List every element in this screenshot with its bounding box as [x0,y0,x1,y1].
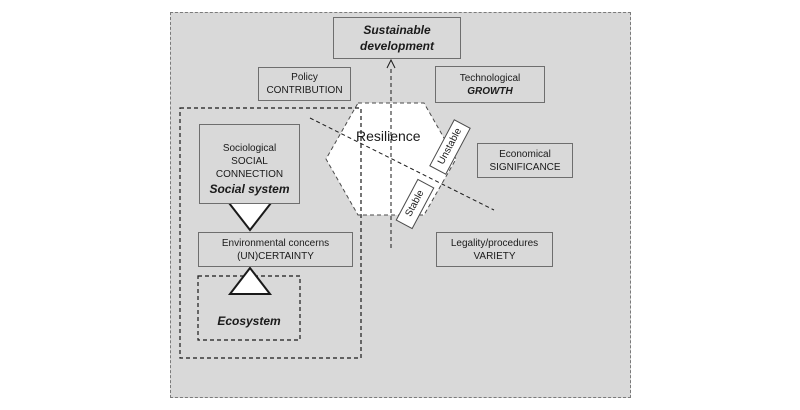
ecosystem-label: Ecosystem [217,314,281,328]
sociological-line1: Sociological [222,143,277,154]
policy-box: Policy CONTRIBUTION [258,67,351,101]
environmental-line2: (UN)CERTAINTY [237,250,314,262]
unstable-tag [429,119,471,175]
economical-box: Economical SIGNIFICANCE [477,143,573,178]
policy-line2: CONTRIBUTION [266,85,343,96]
policy-line1: Policy [291,72,318,83]
resilience-label: Resilience [356,128,421,144]
sociological-line3: CONNECTION [215,169,284,180]
sociological-line2: SOCIAL [231,156,268,167]
sustainable-line1: Sustainable [363,23,431,37]
legality-line2: VARIETY [473,250,516,262]
diagonal-axis [309,117,495,211]
social-system-label: Social system [209,182,290,196]
technological-line1: Technological [459,72,521,84]
environmental-line1: Environmental concerns [221,237,330,249]
legality-line1: Legality/procedures [450,237,539,249]
sociological-box: Sociological SOCIAL CONNECTION Social sy… [199,124,300,204]
down-triangle-icon [226,202,274,232]
economical-line1: Economical [499,148,551,160]
technological-box: Technological GROWTH [435,66,545,103]
stable-tag [395,178,435,230]
sustainable-development-box: Sustainable development [333,17,461,59]
up-triangle-icon [227,266,273,295]
technological-line2: GROWTH [467,85,513,97]
sustainable-line2: development [359,39,434,53]
social-system-frame [179,107,362,359]
environmental-box: Environmental concerns (UN)CERTAINTY [198,232,353,267]
economical-line2: SIGNIFICANCE [489,161,561,173]
legality-box: Legality/procedures VARIETY [436,232,553,267]
arrow-head-icon [386,58,396,69]
